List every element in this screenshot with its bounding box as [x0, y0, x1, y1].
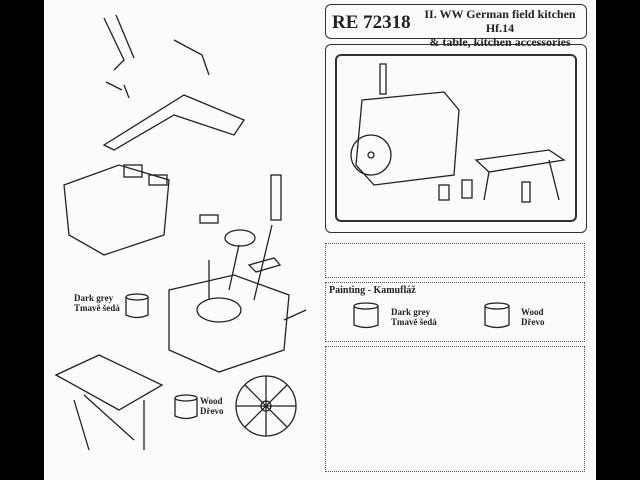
header-box: RE 72318 II. WW German field kitchen Hf.…: [325, 4, 587, 49]
label-cz: Tmavě šedá: [74, 303, 120, 313]
kitchen-illustration: [350, 63, 566, 203]
label-en: Wood: [200, 396, 223, 406]
title-line-2: & table, kitchen accessories: [429, 35, 571, 49]
photo-inner-frame: [335, 54, 577, 222]
color-cz: Dřevo: [521, 317, 545, 327]
paint-can-icon: [353, 302, 379, 329]
chimney: [270, 174, 282, 221]
photo-frame: [325, 44, 587, 233]
label-cz: Dřevo: [200, 406, 224, 416]
small-part: [105, 81, 130, 99]
title-line-1: II. WW German field kitchen Hf.14: [424, 7, 576, 35]
empty-panel: [325, 243, 585, 278]
part-block: [123, 164, 143, 178]
notes-panel: [325, 346, 585, 472]
table: [54, 354, 164, 411]
label-en: Dark grey: [74, 293, 114, 303]
kitchen-assembly: [168, 274, 290, 373]
tow-bar-part-2: [173, 39, 210, 76]
product-title: II. WW German field kitchen Hf.14& table…: [412, 7, 588, 49]
color-cz: Tmavě šedá: [391, 317, 437, 327]
kitchen-body-lower: [63, 164, 170, 256]
assembly-diagram: [54, 14, 566, 451]
product-code: RE 72318: [332, 12, 411, 33]
paint-can-icon: [125, 293, 149, 319]
color-en: Dark grey: [391, 307, 431, 317]
lid-ring: [224, 229, 256, 247]
paint-can-icon: [174, 394, 198, 420]
chassis-frame: [102, 94, 245, 151]
paint-can-icon: [484, 302, 510, 329]
painting-title: Painting - Kamufláž: [329, 285, 416, 296]
color-en: Wood: [521, 307, 544, 317]
tow-bar-part: [103, 14, 135, 71]
